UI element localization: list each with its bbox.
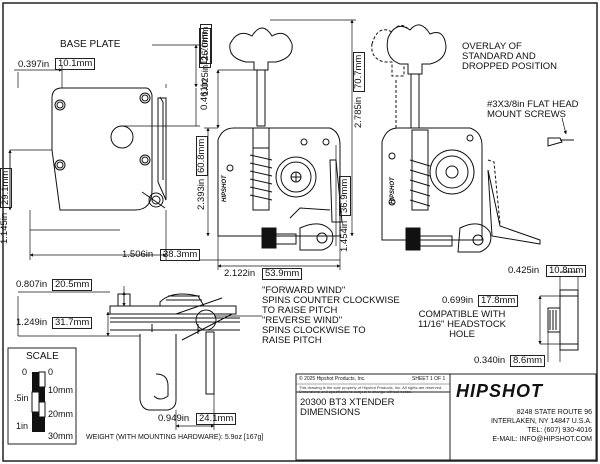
base-plate-dims [8,44,200,260]
screws-note-line1: #3X3/8in FLAT HEAD [487,99,579,110]
part-description: DIMENSIONS [300,407,361,418]
dim-0949-in: 0.949in [158,413,190,424]
side-view-dims [17,286,262,430]
title-legal-2: Dimensions and specifications subject to… [299,389,412,394]
dim-2785-mm: 70.7mm [353,51,365,92]
compat-note-line1: COMPATIBLE WITH [418,309,506,320]
bushing-view [547,289,579,351]
scale-mm-10: 10mm [48,385,74,395]
dim-0397-mm: 10.1mm [55,58,96,70]
screw-leader [561,117,567,135]
email: E-MAIL: INFO@HIPSHOT.COM [492,436,592,443]
dim-1454-mm: 36.9mm [339,175,351,216]
wind-note-line5: SPINS CLOCKWISE TO [262,325,366,336]
dim-1249-mm: 31.7mm [52,317,93,329]
wind-note-line3: TO RAISE PITCH [262,305,338,316]
dim-0699-in: 0.699in [442,295,474,306]
dim-1145-in: 1.145in [0,212,10,244]
overlay-note-line1: OVERLAY OF [462,41,522,52]
scale-in-1: 1in [16,421,29,431]
dim-0949-mm: 24.1mm [196,413,237,425]
telephone: TEL: (607) 930-4016 [527,427,592,434]
dim-0807-mm: 20.5mm [52,279,93,291]
tuner-logo-stamp-1: HIPSHOT [222,175,228,202]
scale-mm-0: 0 [48,367,54,377]
side-view [109,293,240,411]
wind-note-line6: RAISE PITCH [262,335,322,346]
dim-0340-in: 0.340in [474,355,506,366]
dim-0425-in: 0.425in [508,265,540,276]
dim-2393-in: 2.393in [196,178,207,210]
scale-in-0: 0 [22,367,28,377]
tuner-front-view [217,27,343,251]
dim-0425-mm: 10.8mm [546,265,587,277]
title-legal-1: This drawing is the sole property of Hip… [299,385,443,390]
scale-title: SCALE [26,351,59,362]
dim-2393-mm: 60.8mm [196,135,208,176]
overlay-note-line2: STANDARD AND [462,51,536,62]
part-number: 20300 BT3 XTENDER [300,397,395,408]
dim-1506-in: 1.506in [122,249,154,260]
wind-note-line1: "FORWARD WIND" [262,285,346,296]
bushing-dims [538,271,579,362]
dim-0699-mm: 17.8mm [478,295,519,307]
overlay-note-line3: DROPPED POSITION [462,61,558,72]
address-line-2: INTERLAKEN, NY 14847 U.S.A. [490,418,592,425]
dim-2122-mm: 53.9mm [262,268,303,280]
dim-0461-in: 0.461in [199,78,210,110]
title-block [295,373,597,461]
dim-0461-mm: 11.7mm [199,28,211,68]
dim-1454-in: 1.454in [339,220,350,252]
dim-0807-in: 0.807in [16,279,48,290]
front-view-dims [200,19,356,270]
title-copyright: © 2025 Hipshot Products, Inc. [299,376,366,382]
scale-box [7,347,77,445]
title-sheet: SHEET 1 OF 1 [412,376,446,382]
dim-2785-in: 2.785in [353,96,364,128]
weight-note: WEIGHT (WITH MOUNTING HARDWARE): 5.9oz [… [86,434,264,441]
screws-note-line2: MOUNT SCREWS [487,109,566,120]
dim-0397-in: 0.397in [18,59,50,70]
scale-in-half: .5in [14,393,29,403]
wind-note-line4: "REVERSE WIND" [262,315,343,326]
dim-2122-in: 2.122in [224,268,256,279]
scale-mm-30: 30mm [48,431,74,441]
hipshot-logo: HIPSHOT [456,381,544,401]
dim-1249-in: 1.249in [16,317,48,328]
compat-note-line2: 11/16" HEADSTOCK [417,319,507,330]
compat-note-line3: HOLE [449,329,475,340]
dim-1145-mm: 29.1mm [0,167,12,208]
address-line-1: 8248 STATE ROUTE 96 [516,409,592,416]
base-plate-view [51,87,167,211]
scale-mm-20: 20mm [48,409,74,419]
dim-0340-mm: 8.6mm [510,355,546,367]
base-plate-title: BASE PLATE [60,39,121,50]
overlay-view [371,24,574,253]
tuner-logo-stamp-2: HIPSHOT [390,177,396,204]
wind-note-line2: SPINS COUNTER CLOCKWISE [262,295,400,306]
dim-1506-mm: 38.3mm [160,249,201,261]
